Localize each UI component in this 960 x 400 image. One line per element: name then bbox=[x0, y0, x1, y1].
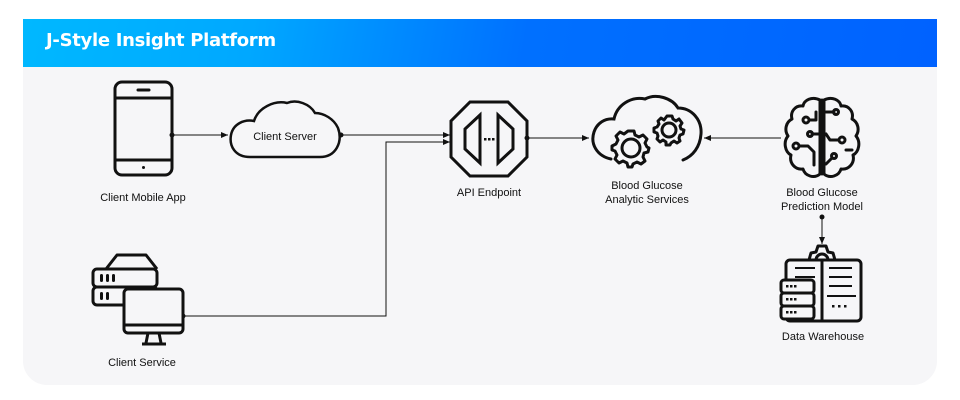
edge-api-to-analytics bbox=[524, 135, 589, 141]
server-desktop-icon bbox=[91, 253, 185, 346]
data-warehouse-node[interactable]: Data Warehouse bbox=[779, 244, 864, 343]
data-warehouse-label: Data Warehouse bbox=[782, 331, 864, 343]
edge-model-to-warehouse bbox=[819, 214, 825, 244]
client-service-label: Client Service bbox=[108, 357, 176, 369]
prediction-model-label-line2: Prediction Model bbox=[781, 201, 863, 213]
api-endpoint-node[interactable]: API Endpoint bbox=[449, 100, 529, 199]
mobile-app-node[interactable]: Client Mobile App bbox=[100, 80, 186, 204]
analytic-services-label-line2: Analytic Services bbox=[605, 194, 689, 206]
api-endpoint-label: API Endpoint bbox=[457, 187, 521, 199]
api-octagon-icon bbox=[449, 100, 529, 178]
mobile-app-label: Client Mobile App bbox=[100, 192, 186, 204]
client-server-label: Client Server bbox=[253, 131, 317, 143]
client-server-node[interactable]: Client Server bbox=[229, 100, 341, 159]
brain-circuit-icon bbox=[783, 96, 861, 178]
edge-service-to-api bbox=[180, 139, 450, 319]
prediction-model-label-line1: Blood Glucose bbox=[786, 187, 858, 199]
page-title: J-Style Insight Platform bbox=[46, 30, 276, 51]
analytic-services-node[interactable]: Blood Glucose Analytic Services bbox=[591, 94, 703, 206]
edge-mobile-to-server bbox=[169, 132, 228, 138]
analytic-services-label-line1: Blood Glucose bbox=[611, 180, 683, 192]
client-service-node[interactable]: Client Service bbox=[91, 253, 185, 369]
smartphone-icon bbox=[113, 80, 174, 177]
cloud-icon bbox=[229, 100, 341, 159]
header-banner: J-Style Insight Platform bbox=[23, 19, 937, 67]
cloud-gears-icon bbox=[591, 94, 703, 169]
edge-server-to-api bbox=[338, 132, 450, 138]
data-warehouse-icon bbox=[779, 244, 863, 323]
prediction-model-node[interactable]: Blood Glucose Prediction Model bbox=[781, 96, 863, 213]
